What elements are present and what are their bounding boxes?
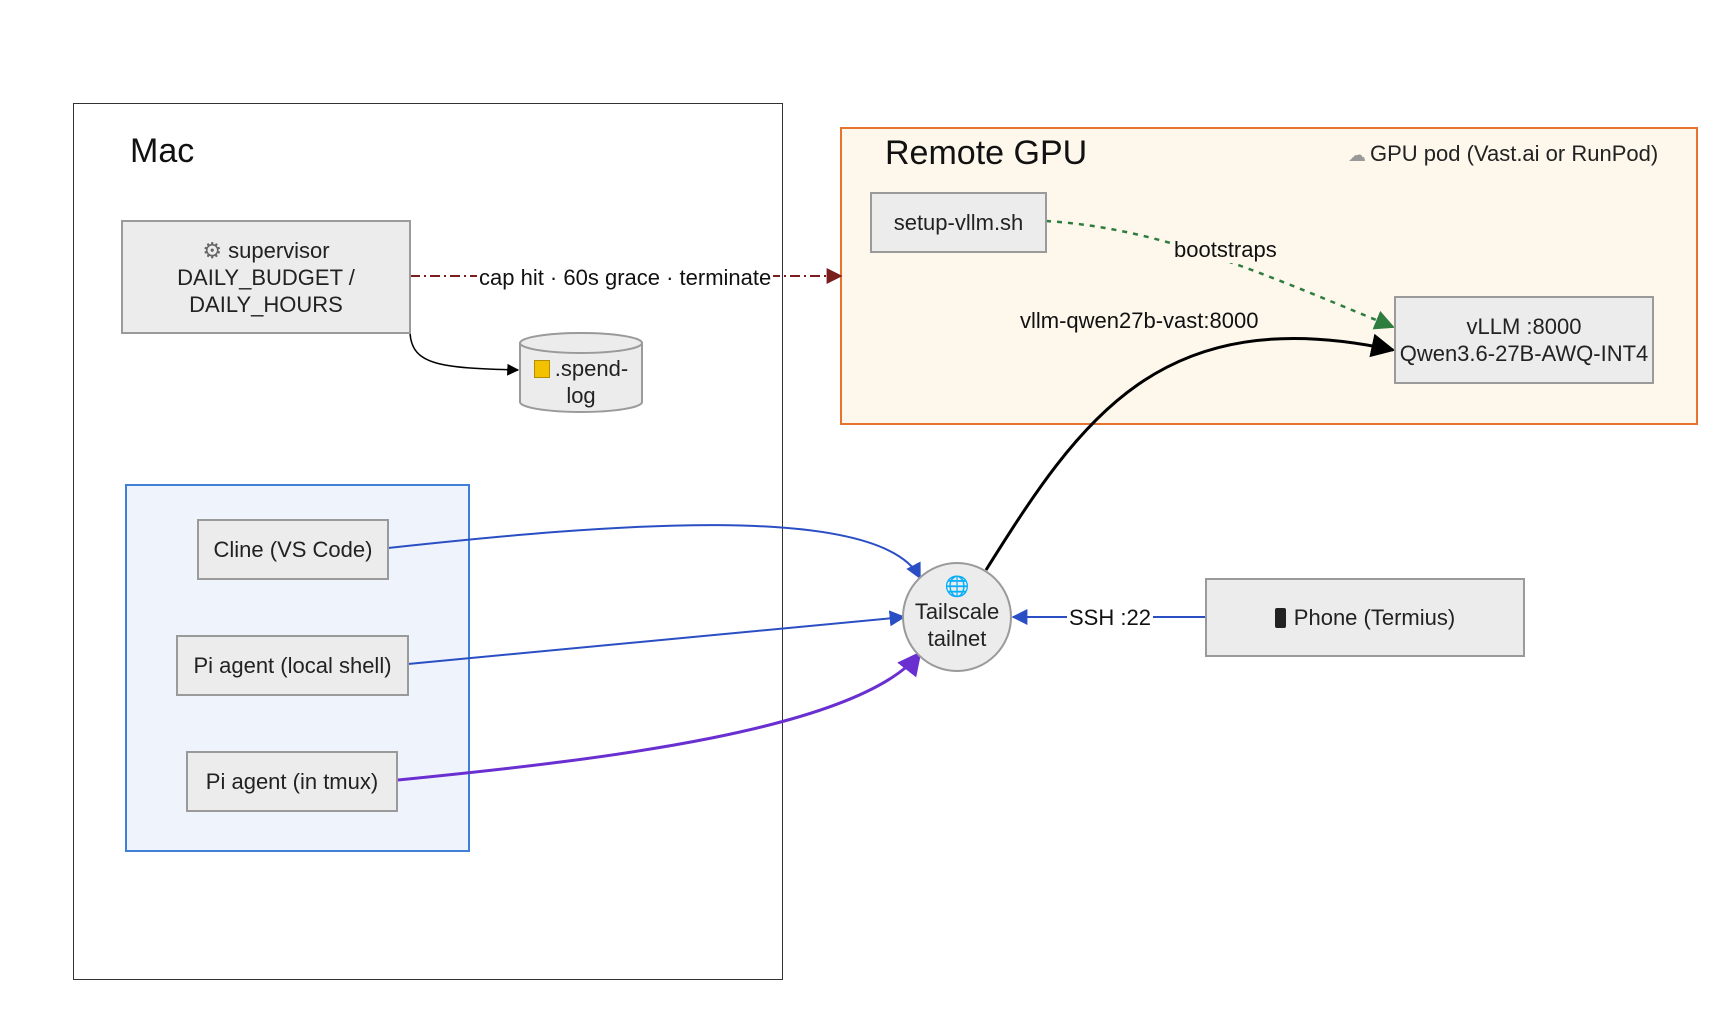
tailscale-line2: tailnet — [927, 626, 987, 651]
phone-label: Phone (Termius) — [1293, 605, 1456, 630]
notepad-icon — [533, 360, 550, 378]
phone-node[interactable]: Phone (Termius) — [1205, 578, 1525, 657]
edge-pi-local-tailscale — [407, 610, 906, 665]
edge-label-vllm-route: vllm-qwen27b-vast:8000 — [1018, 308, 1261, 334]
edge-label-ssh: SSH :22 — [1067, 605, 1153, 631]
supervisor-node[interactable]: ⚙supervisor DAILY_BUDGET / DAILY_HOURS — [121, 220, 411, 334]
pi-agent-tmux-node[interactable]: Pi agent (in tmux) — [186, 751, 398, 812]
gear-icon: ⚙ — [202, 237, 223, 263]
edge-bootstraps — [1045, 219, 1395, 330]
edge-label-bootstraps: bootstraps — [1172, 237, 1279, 263]
vllm-line2: Qwen3.6-27B-AWQ-INT4 — [1399, 341, 1649, 366]
edge-cline-tailscale — [387, 524, 921, 580]
edge-label-cap-hit: cap hit · 60s grace · terminate — [477, 265, 774, 291]
spend-log-node[interactable]: .spend- log — [520, 355, 642, 409]
gpu-pod-label: ☁GPU pod (Vast.ai or RunPod) — [1348, 141, 1658, 167]
supervisor-budget: DAILY_BUDGET / — [177, 264, 355, 290]
supervisor-line1: ⚙supervisor — [202, 237, 329, 264]
mac-title: Mac — [130, 132, 195, 170]
mobile-phone-icon — [1274, 607, 1286, 628]
supervisor-label: supervisor — [228, 237, 330, 263]
tailscale-node[interactable]: 🌐 Tailscale tailnet — [903, 576, 1011, 652]
spend-log-line1: .spend- — [520, 355, 642, 382]
tailscale-node-shape — [902, 562, 1012, 672]
gpu-pod-text: GPU pod (Vast.ai or RunPod) — [1370, 141, 1659, 166]
tailscale-line1: Tailscale — [914, 599, 1000, 624]
spend-log-cylinder — [519, 332, 643, 413]
vllm-node[interactable]: vLLM :8000 Qwen3.6-27B-AWQ-INT4 — [1394, 296, 1654, 384]
cline-node[interactable]: Cline (VS Code) — [197, 519, 389, 580]
edge-pi-tmux-tailscale — [397, 651, 922, 782]
setup-vllm-node[interactable]: setup-vllm.sh — [870, 192, 1047, 253]
vllm-line1: vLLM :8000 — [1466, 314, 1582, 339]
spend-log-line2: log — [566, 383, 596, 408]
pi-agent-local-node[interactable]: Pi agent (local shell) — [176, 635, 409, 696]
globe-icon: 🌐 — [944, 576, 970, 598]
cloud-icon: ☁ — [1348, 145, 1366, 165]
edge-tailscale-vllm — [984, 333, 1396, 571]
spend-log-label: .spend- — [554, 356, 629, 381]
edge-supervisor-spend-log — [409, 332, 520, 376]
remote-gpu-title: Remote GPU — [885, 134, 1088, 172]
supervisor-hours: DAILY_HOURS — [189, 291, 343, 317]
